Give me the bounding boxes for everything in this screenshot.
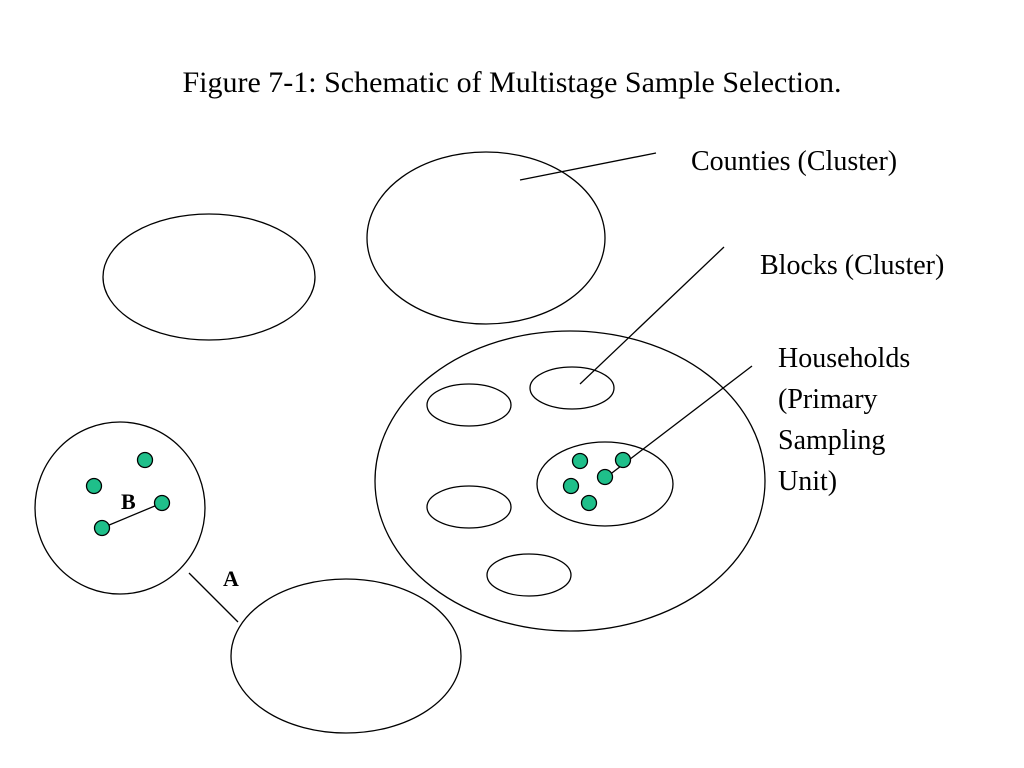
household-dot bbox=[614, 451, 632, 469]
household-dot bbox=[85, 477, 103, 495]
figure-title: Figure 7-1: Schematic of Multistage Samp… bbox=[182, 66, 842, 99]
county-top-center bbox=[366, 151, 606, 325]
household-dot bbox=[136, 451, 154, 469]
household-dot bbox=[93, 519, 111, 537]
households-label-line: (Primary bbox=[778, 384, 878, 415]
household-dot bbox=[562, 477, 580, 495]
marker-a: A bbox=[223, 566, 239, 591]
households-label-line: Unit) bbox=[778, 466, 838, 497]
household-dot bbox=[596, 468, 614, 486]
blocks-label: Blocks (Cluster) bbox=[760, 250, 945, 281]
marker-b: B bbox=[121, 489, 136, 514]
block-zoom-circle bbox=[34, 421, 206, 595]
b-connector-line bbox=[101, 502, 163, 529]
county-bottom bbox=[230, 578, 462, 734]
county-large-expanded bbox=[374, 330, 766, 632]
county-left-top bbox=[102, 213, 316, 341]
counties-pointer-line bbox=[519, 152, 657, 181]
households-label: Households (Primary Sampling Unit) bbox=[778, 338, 910, 502]
household-dot bbox=[580, 494, 598, 512]
a-connector-line bbox=[188, 572, 239, 623]
block bbox=[529, 366, 615, 410]
block bbox=[426, 485, 512, 529]
household-dot bbox=[571, 452, 589, 470]
block bbox=[486, 553, 572, 597]
counties-label: Counties (Cluster) bbox=[691, 146, 898, 177]
block bbox=[426, 383, 512, 427]
blocks-pointer-line bbox=[579, 246, 725, 385]
household-dot bbox=[153, 494, 171, 512]
block-selected bbox=[536, 441, 674, 527]
households-label-line: Households bbox=[778, 343, 911, 374]
households-label-line: Sampling bbox=[778, 425, 886, 456]
